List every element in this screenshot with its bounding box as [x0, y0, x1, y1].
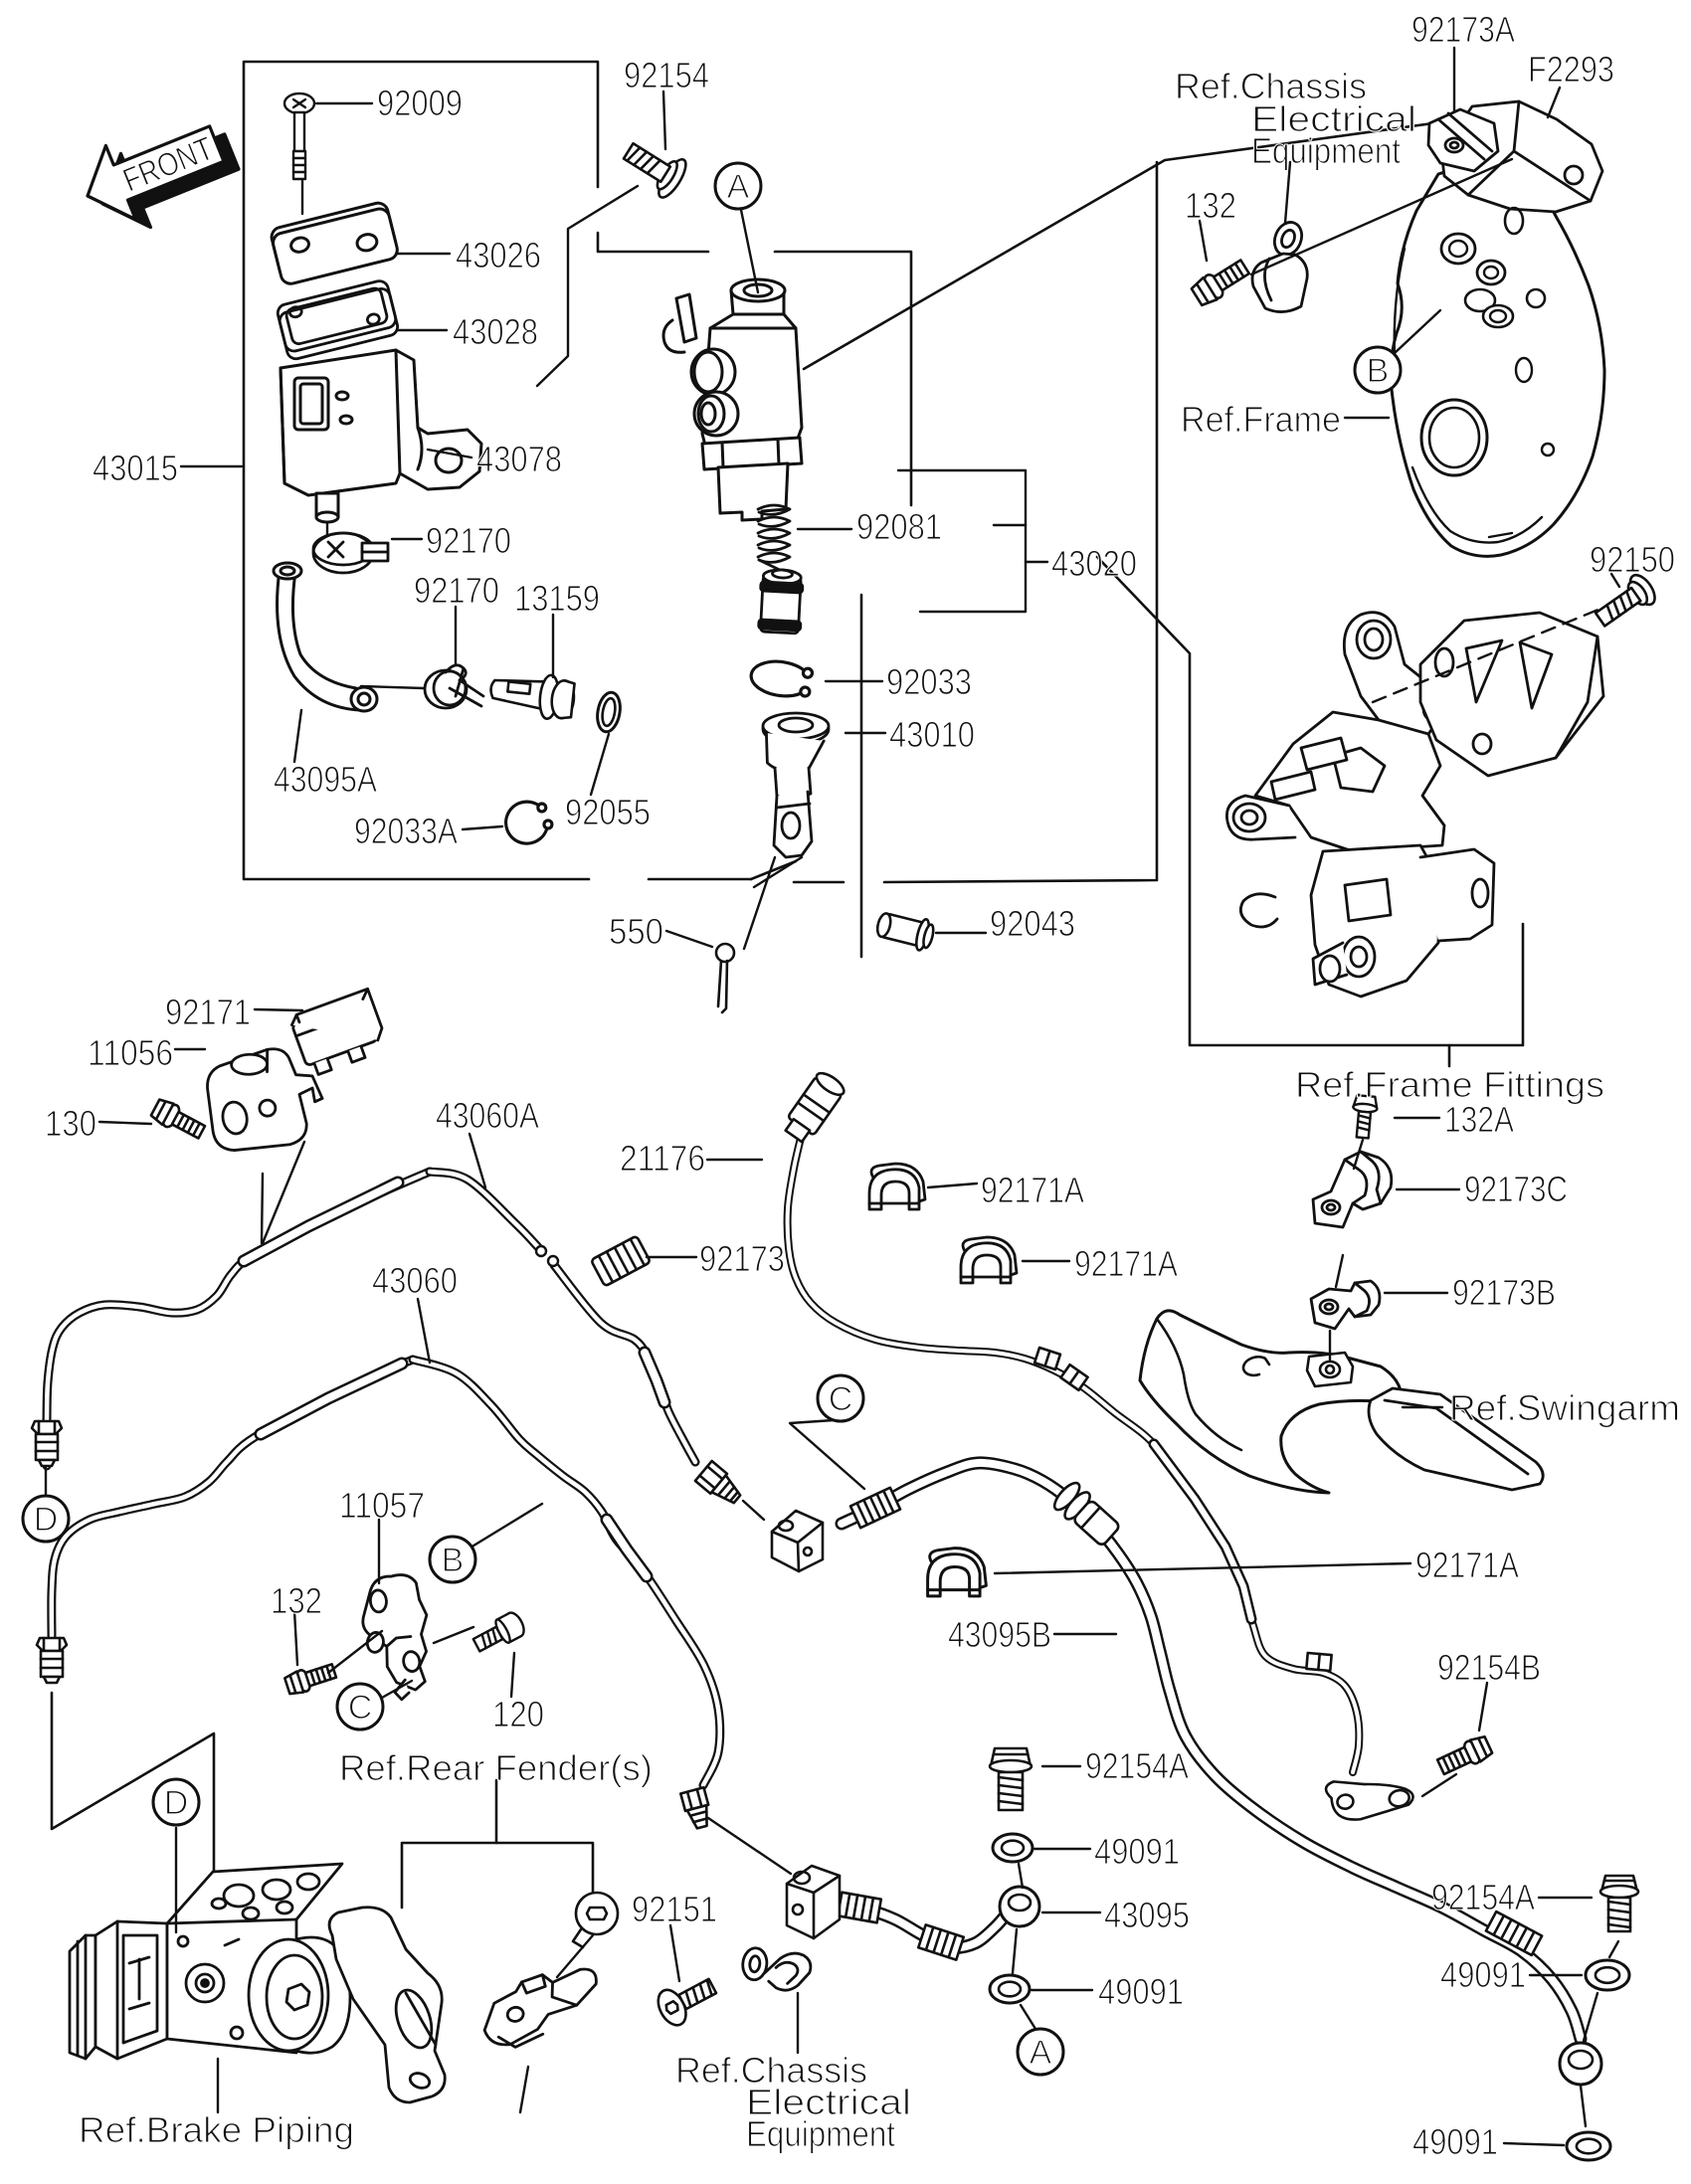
svg-text:43010: 43010 [889, 714, 975, 755]
svg-text:92151: 92151 [632, 1889, 717, 1929]
svg-text:92009: 92009 [377, 83, 463, 123]
svg-text:Ref.Chassis: Ref.Chassis [1175, 66, 1367, 106]
svg-text:43060: 43060 [372, 1260, 458, 1301]
svg-text:Ref.Swingarm: Ref.Swingarm [1449, 1387, 1680, 1428]
svg-text:Electrical: Electrical [1251, 98, 1416, 139]
svg-text:43026: 43026 [456, 235, 541, 275]
svg-text:92055: 92055 [565, 792, 651, 832]
svg-text:92170: 92170 [426, 520, 511, 561]
svg-text:550: 550 [609, 911, 663, 952]
svg-text:21176: 21176 [620, 1138, 705, 1179]
svg-text:Electrical: Electrical [746, 2082, 911, 2122]
svg-text:Ref.Brake Piping: Ref.Brake Piping [79, 2109, 354, 2150]
svg-text:120: 120 [492, 1694, 544, 1734]
svg-text:Ref.Rear Fender(s): Ref.Rear Fender(s) [339, 1747, 653, 1788]
svg-text:Equipment: Equipment [746, 2113, 895, 2154]
svg-text:11057: 11057 [339, 1485, 425, 1526]
svg-text:92150: 92150 [1590, 539, 1675, 580]
svg-text:92154: 92154 [624, 55, 709, 95]
svg-text:Ref.Chassis: Ref.Chassis [675, 2050, 867, 2091]
svg-text:11056: 11056 [88, 1032, 173, 1073]
svg-text:92154B: 92154B [1437, 1647, 1541, 1688]
svg-text:43015: 43015 [93, 448, 178, 488]
svg-text:B: B [442, 1542, 465, 1579]
svg-text:C: C [348, 1689, 373, 1727]
svg-text:A: A [727, 168, 750, 206]
svg-text:43060A: 43060A [436, 1095, 539, 1136]
svg-text:92033: 92033 [886, 661, 972, 702]
svg-text:132: 132 [1185, 185, 1236, 226]
svg-text:49091: 49091 [1412, 2121, 1498, 2162]
svg-text:92081: 92081 [856, 506, 942, 547]
svg-text:92171: 92171 [165, 992, 251, 1032]
svg-text:F2293: F2293 [1528, 49, 1614, 90]
svg-text:13159: 13159 [514, 578, 600, 619]
svg-text:49091: 49091 [1094, 1831, 1180, 1872]
svg-text:Ref.Frame: Ref.Frame [1181, 399, 1341, 440]
svg-text:43095A: 43095A [274, 759, 377, 800]
svg-text:92154A: 92154A [1085, 1745, 1189, 1786]
svg-text:92173C: 92173C [1464, 1169, 1568, 1209]
svg-text:132: 132 [271, 1580, 322, 1621]
svg-text:Equipment: Equipment [1251, 130, 1401, 171]
svg-text:B: B [1367, 352, 1390, 390]
svg-text:49091: 49091 [1440, 1954, 1526, 1995]
svg-text:92173B: 92173B [1452, 1272, 1556, 1313]
svg-text:92043: 92043 [990, 903, 1075, 944]
svg-text:92171A: 92171A [1074, 1243, 1178, 1284]
svg-text:D: D [164, 1784, 189, 1822]
svg-text:92171A: 92171A [981, 1170, 1084, 1210]
svg-text:C: C [829, 1380, 853, 1418]
svg-text:92033A: 92033A [354, 811, 458, 851]
svg-text:92173: 92173 [699, 1238, 785, 1279]
svg-text:A: A [1030, 2034, 1052, 2072]
svg-text:43095: 43095 [1104, 1895, 1190, 1935]
svg-text:92173A: 92173A [1411, 9, 1515, 50]
svg-text:92154A: 92154A [1431, 1877, 1535, 1917]
svg-text:43078: 43078 [476, 439, 562, 479]
svg-text:D: D [34, 1501, 59, 1539]
svg-text:43020: 43020 [1051, 543, 1137, 584]
svg-text:43095B: 43095B [948, 1614, 1051, 1655]
svg-text:49091: 49091 [1098, 1971, 1184, 2012]
svg-text:43028: 43028 [453, 311, 538, 352]
svg-text:Ref.Frame Fittings: Ref.Frame Fittings [1295, 1064, 1604, 1105]
svg-text:132A: 132A [1444, 1099, 1514, 1140]
svg-text:130: 130 [45, 1103, 96, 1144]
svg-text:92171A: 92171A [1415, 1545, 1519, 1585]
svg-text:92170: 92170 [414, 570, 499, 611]
